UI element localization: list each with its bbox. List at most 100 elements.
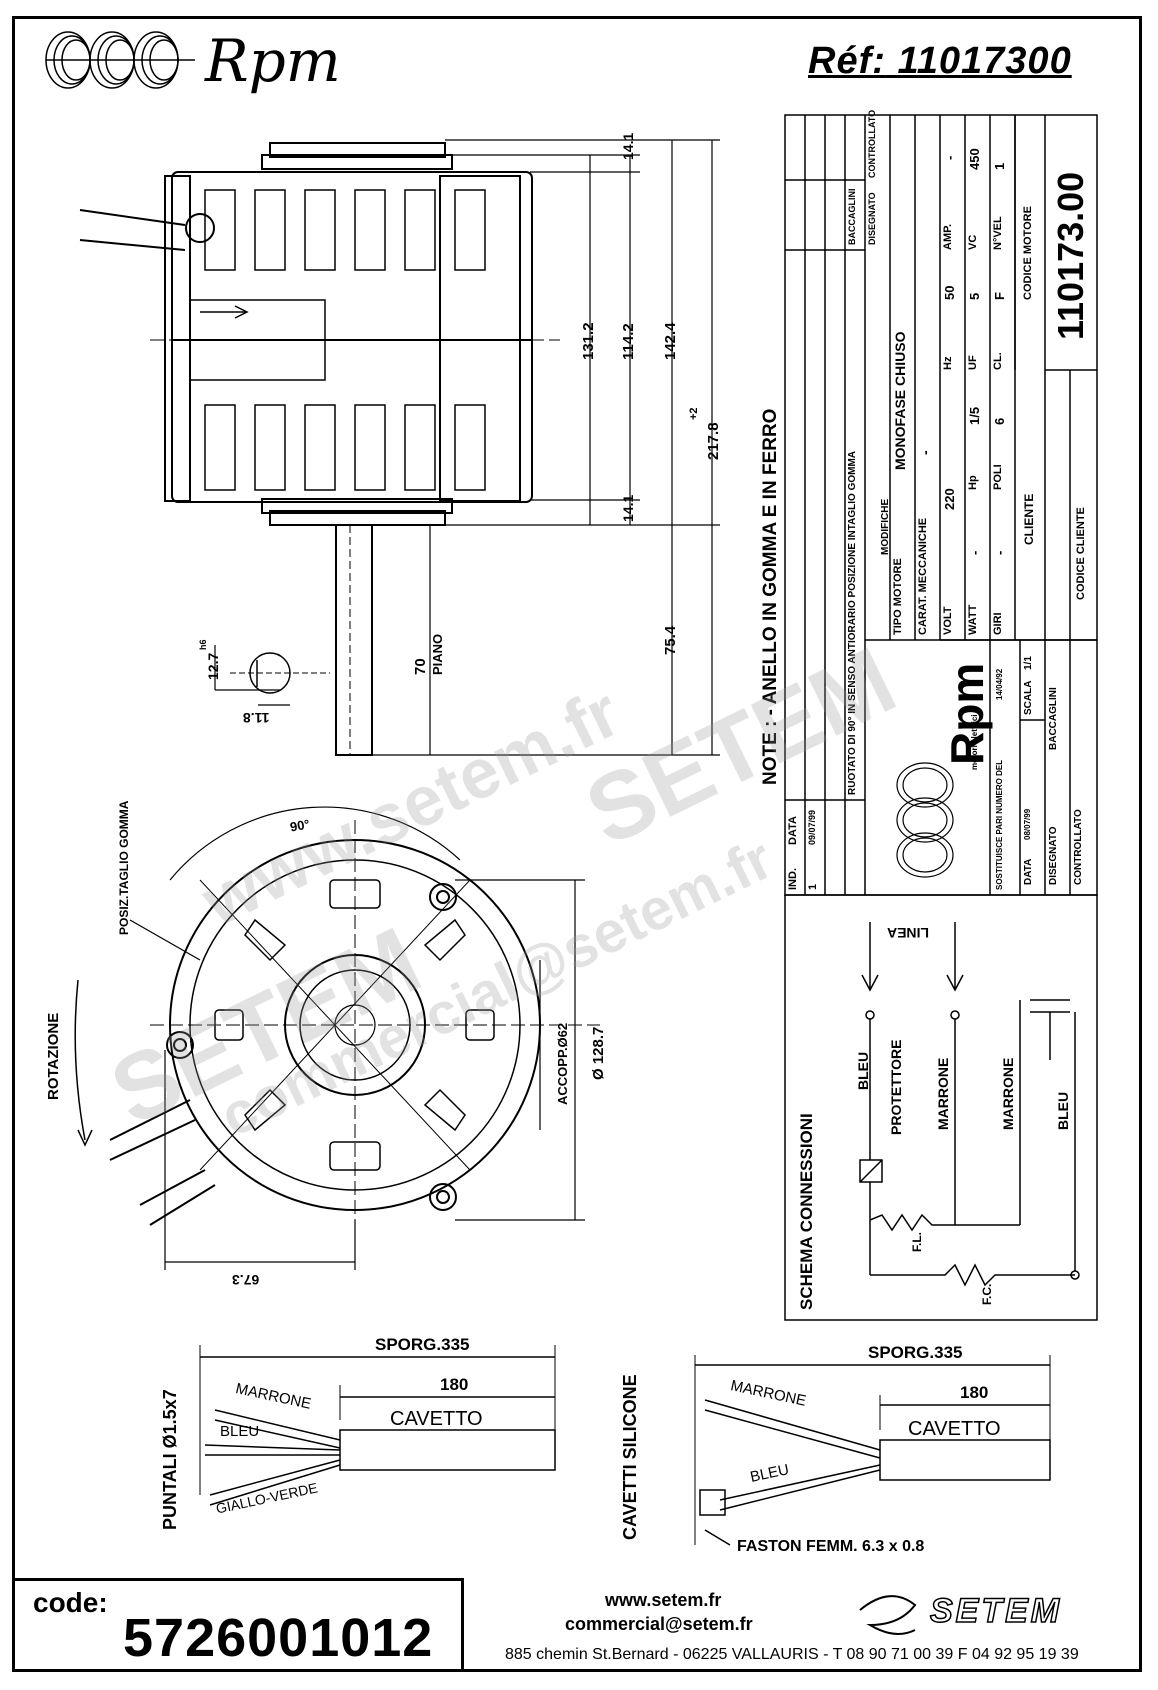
schema-connessioni	[784, 894, 1098, 1321]
mod-drawn-by: BACCAGLINI	[847, 188, 857, 246]
scala-label: SCALA	[1023, 680, 1034, 715]
schema-marrone-2: MARRONE	[1000, 1057, 1016, 1130]
hp-value: 1/5	[967, 406, 982, 425]
codice-cliente-label: CODICE CLIENTE	[1075, 507, 1087, 600]
dim-14-top: 14.1	[620, 132, 636, 160]
uf-value: 5	[967, 292, 982, 300]
dim-14-bottom: 14.1	[620, 494, 636, 522]
poli-label: POLI	[992, 464, 1004, 490]
setem-logo-icon	[859, 1595, 917, 1635]
diameter-dim: Ø 128.7	[590, 1026, 607, 1080]
hp-label: Hp	[967, 475, 979, 490]
drawing-frame	[12, 16, 1142, 1672]
carat-label: CARAT. MECCANICHE	[917, 517, 929, 635]
reference-label: Réf:	[808, 40, 886, 82]
mod-ind: 1	[807, 883, 819, 890]
dim-217: 217.8	[705, 422, 722, 460]
shaft-flat-dim: 11.8	[243, 710, 270, 726]
code-value: 5726001012	[123, 1608, 434, 1668]
cable-silicone	[694, 1355, 1051, 1546]
code-label: code:	[33, 1587, 108, 1618]
bleu-left: BLEU	[220, 1423, 260, 1440]
mod-ind-header: IND.	[787, 868, 799, 890]
puntali-title: PUNTALI Ø1.5x7	[160, 1389, 180, 1530]
footer-email[interactable]: commercial@setem.fr	[565, 1614, 753, 1634]
schema-fc: F.C.	[980, 1283, 994, 1305]
sostituisce-label: SOSTITUISCE PARI NUMERO DEL	[995, 759, 1004, 890]
sporg-left: SPORG.335	[375, 1335, 470, 1354]
schema-fl: F.L.	[910, 1232, 924, 1252]
front-view-dimensions	[164, 879, 585, 1270]
cl-value: F	[992, 292, 1007, 300]
mod-header-modifiche: MODIFICHE	[880, 498, 891, 555]
hz-label: Hz	[942, 356, 954, 370]
brand-logo-text: Rpm	[205, 27, 341, 95]
codice-motore: 110173.00	[1050, 171, 1091, 340]
schema-bleu-2: BLEU	[1055, 1091, 1071, 1130]
offset-dim: 67.3	[232, 1272, 260, 1288]
shaft-flat-label: PIANO	[430, 633, 445, 675]
setem-logo-text: SETEM	[929, 1591, 1063, 1631]
watt-label: WATT	[967, 604, 979, 635]
schema-marrone-1: MARRONE	[935, 1057, 951, 1130]
dim-114: 114.2	[620, 323, 637, 360]
disegnato-value: BACCAGLINI	[1048, 687, 1059, 750]
hz-value: 50	[942, 285, 957, 300]
scala-value: 1/1	[1023, 656, 1034, 670]
cut-position-label: POSIZ.TAGLIO GOMMA	[117, 800, 131, 935]
mod-date: 09/07/99	[807, 809, 817, 845]
rpm-logo-icon	[45, 31, 195, 89]
volt-value: 220	[942, 488, 957, 510]
shaft-total: 75.4	[662, 625, 679, 655]
sostituisce-date: 14/04/92	[995, 668, 1004, 700]
dim-142: 142.4	[662, 322, 679, 360]
shaft-tolerance: h6	[198, 639, 208, 650]
volt-label: VOLT	[942, 606, 954, 635]
schema-title: SCHEMA CONNESSIONI	[797, 1113, 816, 1310]
mod-header-disegnato: DISEGNATO	[867, 192, 877, 245]
footer-website[interactable]: www.setem.fr	[605, 1590, 722, 1610]
shaft-length: 70	[412, 658, 429, 675]
title-block-brand: Rpm	[941, 662, 993, 765]
giri-value: -	[992, 550, 1007, 555]
dim-131: 131.2	[580, 322, 597, 360]
side-view-dimensions	[214, 139, 720, 756]
data-value: 08/07/99	[1023, 808, 1032, 840]
nvel-value: 1	[992, 162, 1007, 170]
cliente-label: CLIENTE	[1022, 493, 1036, 545]
silicone-title: CAVETTI SILICONE	[620, 1374, 640, 1540]
coupling-dim: ACCOPP.Ø62	[555, 1022, 570, 1105]
faston-label: FASTON FEMM. 6.3 x 0.8	[737, 1538, 925, 1555]
title-block-logo-icon	[896, 762, 954, 878]
poli-value: 6	[992, 417, 1007, 425]
schema-protettore: PROTETTORE	[888, 1039, 904, 1135]
cavetto-left: CAVETTO	[390, 1408, 483, 1430]
rotation-label: ROTAZIONE	[45, 1012, 62, 1100]
reference-value: 11017300	[897, 40, 1072, 82]
tipo-motore: MONOFASE CHIUSO	[892, 331, 908, 470]
dim-217-tol: +2	[688, 407, 700, 420]
title-block	[784, 114, 1098, 896]
vc-value: 450	[967, 148, 982, 170]
disegnato-label: DISEGNATO	[1048, 826, 1059, 885]
motor-side-view	[79, 142, 560, 756]
cable-puntali	[199, 1345, 556, 1506]
carat-value: -	[917, 450, 933, 455]
amp-label: AMP.	[942, 223, 954, 250]
watt-value: -	[967, 550, 982, 555]
cavetto-right: CAVETTO	[908, 1418, 1001, 1440]
tipo-motore-label: TIPO MOTORE	[892, 558, 904, 635]
controllato-label: CONTROLLATO	[1073, 809, 1084, 885]
len-right: 180	[960, 1383, 989, 1402]
amp-value: -	[942, 155, 957, 160]
shaft-section	[230, 652, 330, 694]
giri-label: GIRI	[992, 612, 1004, 635]
footer-address: 885 chemin St.Bernard - 06225 VALLAURIS …	[505, 1646, 1079, 1663]
schema-bleu: BLEU	[855, 1051, 871, 1090]
sporg-right: SPORG.335	[868, 1343, 963, 1362]
nvel-label: N°VEL	[992, 216, 1004, 250]
vc-label: VC	[967, 234, 979, 250]
code-box: code: 5726001012	[12, 1578, 464, 1672]
schema-linea: LINEA	[887, 925, 929, 941]
codice-motore-label: CODICE MOTORE	[1022, 206, 1034, 300]
